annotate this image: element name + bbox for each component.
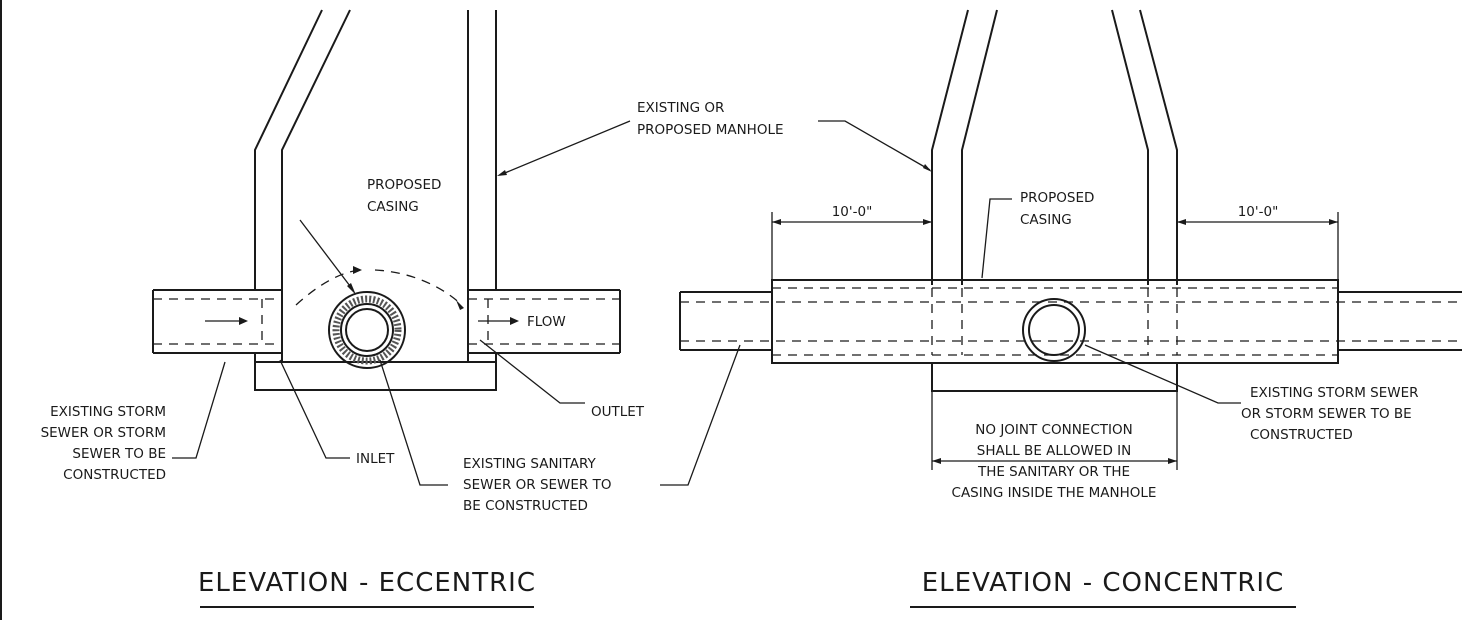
storm-label-4: CONSTRUCTED	[63, 467, 166, 483]
storm-label-3: SEWER TO BE	[72, 446, 166, 462]
dim-right-label: 10'-0"	[1238, 204, 1279, 220]
sanitary-label-3: BE CONSTRUCTED	[463, 498, 588, 514]
conc-casing-label-2: CASING	[1020, 212, 1072, 228]
flow-label: FLOW	[527, 314, 566, 330]
sanitary-label-2: SEWER OR SEWER TO	[463, 477, 611, 493]
conc-storm-label-3: CONSTRUCTED	[1250, 427, 1353, 443]
conc-storm-label-1: EXISTING STORM SEWER	[1250, 385, 1419, 401]
outlet-label: OUTLET	[591, 404, 645, 420]
sanitary-label-1: EXISTING SANITARY	[463, 456, 596, 472]
flow-arrows	[205, 266, 519, 325]
eccentric-storm-sewer	[152, 289, 621, 354]
concentric-storm-sewer	[679, 291, 1462, 351]
concentric-casing	[771, 279, 1339, 364]
storm-label-2: SEWER OR STORM	[41, 425, 166, 441]
no-joint-label-1: NO JOINT CONNECTION	[975, 422, 1132, 438]
ecc-casing-label-1: PROPOSED	[367, 177, 441, 193]
conc-storm-label-2: OR STORM SEWER TO BE	[1241, 406, 1412, 422]
manhole-label-1: EXISTING OR	[637, 100, 724, 116]
eccentric-sanitary-casing	[328, 291, 406, 369]
eccentric-view	[152, 9, 631, 486]
no-joint-label-2: SHALL BE ALLOWED IN	[977, 443, 1131, 459]
dim-left-label: 10'-0"	[832, 204, 873, 220]
no-joint-label-3: THE SANITARY OR THE	[977, 464, 1130, 480]
inlet-label: INLET	[356, 451, 395, 467]
dimension-lines	[771, 212, 1339, 470]
conc-casing-label-1: PROPOSED	[1020, 190, 1094, 206]
concentric-title: ELEVATION - CONCENTRIC	[922, 568, 1284, 598]
no-joint-label-4: CASING INSIDE THE MANHOLE	[952, 485, 1157, 501]
ecc-casing-label-2: CASING	[367, 199, 419, 215]
eccentric-manhole	[254, 9, 497, 391]
concentric-manhole-base	[931, 362, 1178, 392]
concentric-view	[660, 9, 1462, 486]
manhole-label-2: PROPOSED MANHOLE	[637, 122, 784, 138]
storm-label-1: EXISTING STORM	[50, 404, 166, 420]
eccentric-title: ELEVATION - ECCENTRIC	[198, 568, 536, 598]
